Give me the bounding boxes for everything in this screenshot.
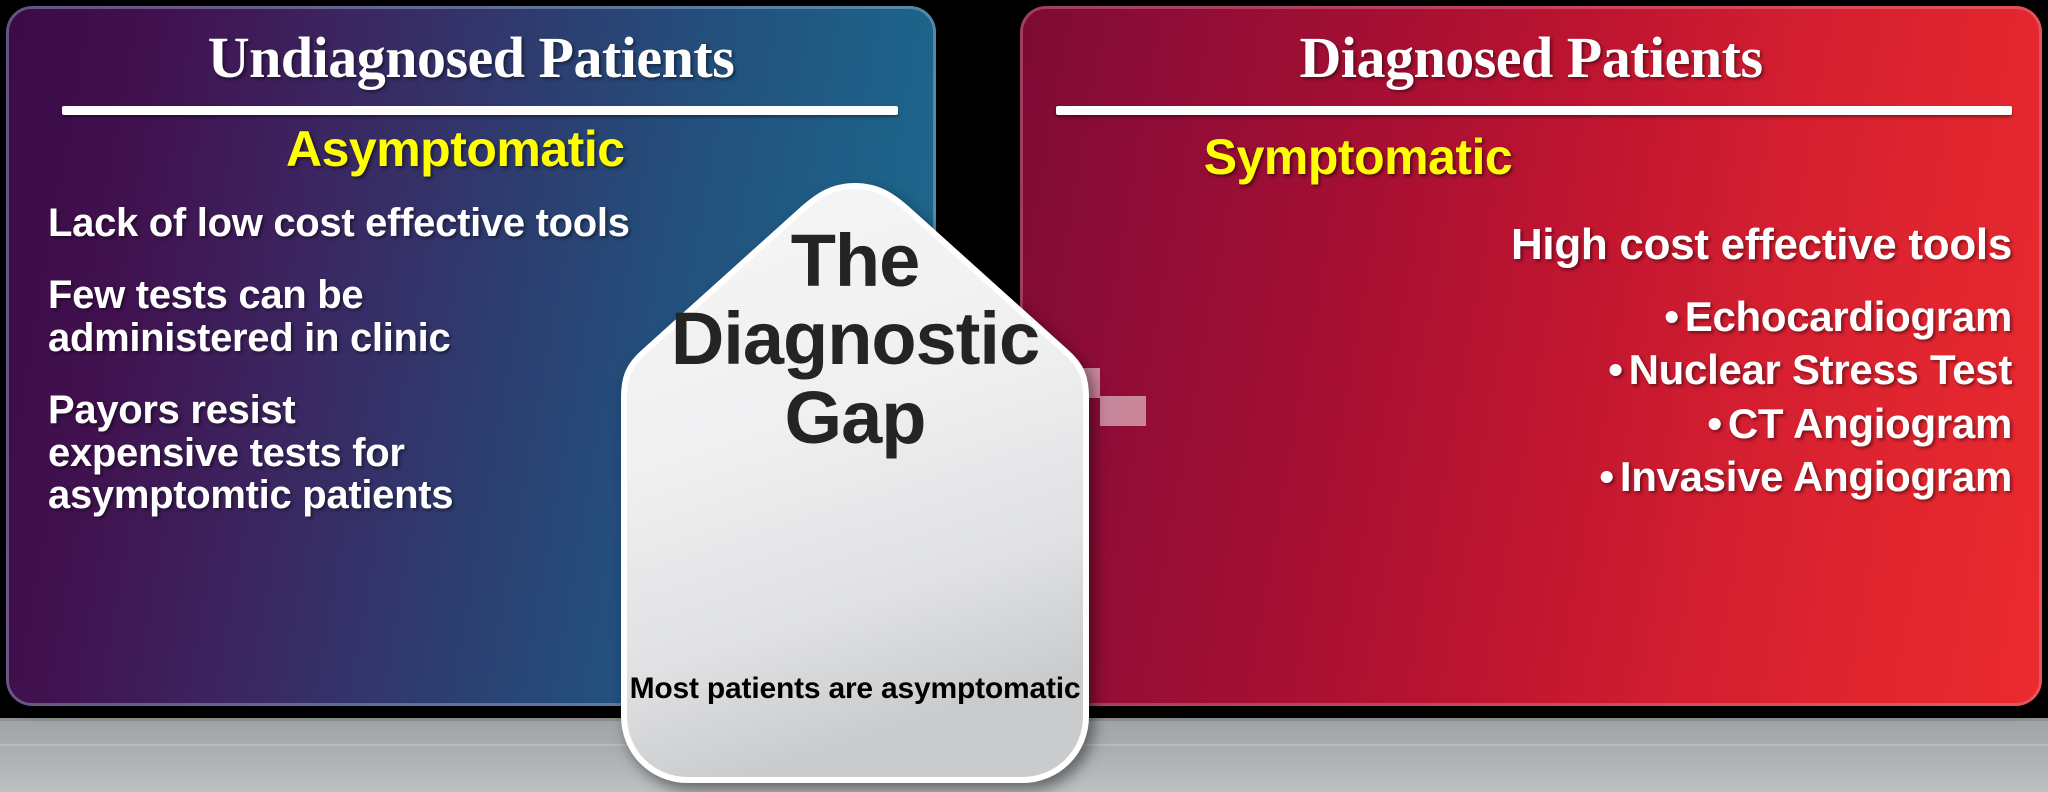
left-panel-heading-rule: [62, 106, 898, 115]
left-panel-point-line: administered in clinic: [48, 315, 451, 360]
list-item-label: CT Angiogram: [1727, 399, 2012, 447]
left-panel-point-line: Payors resist: [48, 388, 296, 433]
right-panel-subtitle: Symptomatic: [1203, 129, 1513, 185]
right-panel-lead-text: High cost effective tools: [1510, 220, 2012, 269]
left-panel-point-line: Few tests can be: [48, 273, 364, 318]
left-panel-heading: Undiagnosed Patients: [207, 25, 735, 90]
diagnostic-gap-title: The Diagnostic Gap: [636, 219, 1074, 459]
right-panel-heading-rule: [1056, 106, 2012, 115]
bullet-dot-icon: •: [1608, 346, 1623, 394]
list-item-label: Nuclear Stress Test: [1628, 346, 2013, 394]
left-panel-point-line: asymptomtic patients: [48, 472, 454, 517]
bullet-dot-icon: •: [1664, 293, 1679, 340]
right-panel-heading: Diagnosed Patients: [1299, 25, 1763, 90]
diagnostic-gap-title-line: The: [790, 219, 921, 302]
diagnostic-gap-title-line: Gap: [784, 375, 927, 459]
left-panel-point-line: expensive tests for: [48, 430, 405, 475]
diagnostic-gap-shape: [620, 176, 1090, 792]
diagnostic-gap-title-line: Diagnostic: [670, 297, 1040, 381]
right-panel-bullet-list: •Echocardiogram •Nuclear Stress Test •CT…: [1052, 290, 2026, 503]
left-panel-point: Few tests can be administered in clinic: [48, 274, 688, 359]
list-item-label: Echocardiogram: [1684, 293, 2013, 340]
bullet-dot-icon: •: [1707, 399, 1722, 447]
left-panel-body: Lack of low cost effective tools Few tes…: [48, 201, 688, 517]
left-panel-point: Payors resist expensive tests for asympt…: [48, 388, 688, 517]
list-item: •Nuclear Stress Test: [1052, 343, 2012, 396]
list-item: •Invasive Angiogram: [1052, 450, 2012, 503]
diagnostic-gap-caption: Most patients are asymptomatic: [629, 672, 1081, 705]
list-item: •Echocardiogram: [1052, 290, 2012, 343]
bullet-dot-icon: •: [1599, 452, 1614, 500]
left-panel-point-line: Lack of low cost effective tools: [48, 201, 630, 245]
left-panel-subtitle: Asymptomatic: [286, 121, 625, 177]
list-item: •CT Angiogram: [1052, 397, 2012, 450]
list-item-label: Invasive Angiogram: [1619, 452, 2012, 500]
left-panel-point: Lack of low cost effective tools: [48, 201, 688, 245]
stair-step: [1100, 396, 1146, 426]
diagnosed-patients-panel: Diagnosed Patients Symptomatic High cost…: [1020, 6, 2042, 706]
